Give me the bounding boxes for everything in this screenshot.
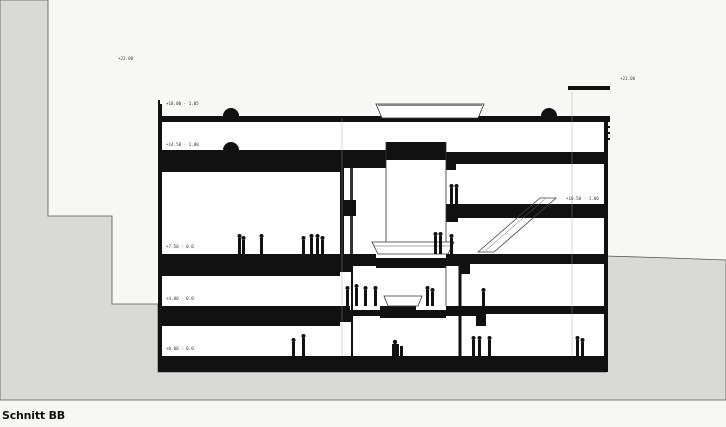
scale-figures — [237, 184, 585, 356]
level-label-floor-0: +4.00 · 0.0 — [166, 296, 194, 301]
roof-slab — [160, 116, 610, 122]
void-railing-lower — [383, 295, 423, 307]
roof-edge-steps — [606, 120, 610, 140]
mezzanine-slab — [446, 204, 606, 222]
floor-1-slab — [160, 254, 606, 276]
atrium-wall-panel — [342, 200, 356, 216]
skylight-glass — [378, 104, 482, 106]
level-label-roof: +18.00 · 1.05 — [166, 101, 199, 106]
drawing-caption: Schnitt BB — [2, 409, 65, 422]
floor-2-dome — [223, 142, 239, 150]
level-label-mezzanine: +10.50 · 1.00 — [566, 196, 599, 201]
level-label-floor-2: +14.50 · 2.00 — [166, 142, 199, 147]
elevation-mark-left: +23.00 — [118, 56, 134, 61]
level-label-floor-1: +7.50 · 0.0 — [166, 244, 194, 249]
roof-parapet-right — [568, 86, 610, 90]
wall-left-parapet — [158, 100, 160, 120]
roof-dome-left — [223, 108, 239, 116]
skylight — [375, 103, 485, 119]
escalator-rail — [483, 197, 547, 253]
level-label-floor-minus1: +0.00 · 0.0 — [166, 346, 194, 351]
floor-2-slab — [160, 142, 606, 172]
escalator — [476, 197, 558, 253]
floor-0-slab — [160, 306, 606, 326]
base-slab — [158, 356, 608, 372]
void-railing-upper — [371, 241, 455, 255]
roof-dome-right — [541, 108, 557, 116]
wall-right — [604, 118, 608, 372]
elevation-mark-right: +21.00 — [620, 76, 636, 81]
wall-left — [158, 104, 162, 372]
